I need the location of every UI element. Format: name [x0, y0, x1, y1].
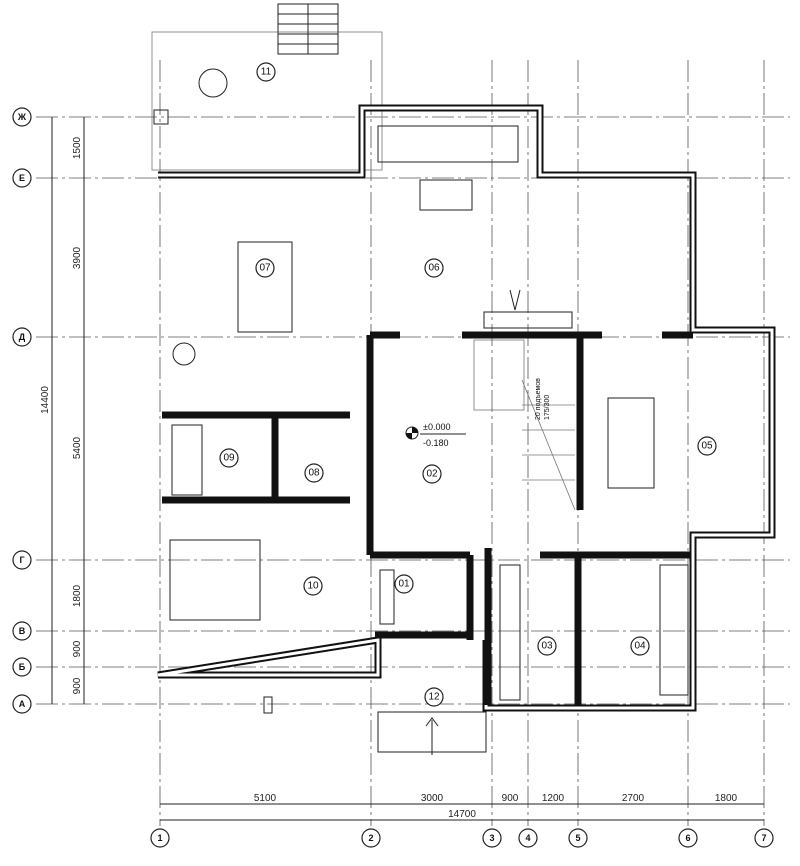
- svg-text:1200: 1200: [542, 793, 565, 804]
- svg-text:1800: 1800: [715, 793, 738, 804]
- interior-walls: [162, 331, 693, 705]
- svg-text:175/300: 175/300: [544, 395, 551, 420]
- row-axis-bubbles: Ж Е Д Г В Б А: [12, 107, 32, 714]
- svg-text:05: 05: [701, 441, 713, 452]
- svg-text:900: 900: [72, 640, 83, 657]
- furniture: [169, 125, 689, 755]
- svg-text:07: 07: [259, 263, 271, 274]
- svg-text:1500: 1500: [72, 136, 83, 159]
- svg-text:14700: 14700: [448, 809, 476, 820]
- room-06: 06: [424, 258, 444, 278]
- svg-text:14400: 14400: [40, 386, 51, 414]
- svg-text:1800: 1800: [72, 584, 83, 607]
- room-02: 02: [422, 464, 442, 484]
- svg-text:Ж: Ж: [17, 112, 27, 122]
- svg-text:10: 10: [307, 581, 319, 592]
- svg-text:06: 06: [428, 263, 440, 274]
- terrace: [151, 3, 383, 171]
- svg-text:3: 3: [489, 833, 494, 843]
- svg-text:01: 01: [398, 579, 410, 590]
- svg-text:4: 4: [525, 833, 530, 843]
- column-axis-bubbles: 1 2 3 4 5 6 7: [150, 828, 774, 848]
- svg-text:А: А: [19, 699, 26, 709]
- room-04: 04: [630, 636, 650, 656]
- svg-text:Д: Д: [19, 332, 26, 342]
- room-05: 05: [697, 436, 717, 456]
- room-10: 10: [303, 576, 323, 596]
- room-07: 07: [255, 258, 275, 278]
- room-11: 11: [256, 62, 276, 82]
- room-09: 09: [219, 448, 239, 468]
- stair-note: 20 подъемов 175/300: [535, 378, 551, 420]
- grid-lines: [36, 60, 790, 826]
- svg-text:02: 02: [426, 469, 438, 480]
- level-top: ±0.000: [423, 422, 450, 432]
- svg-text:Г: Г: [19, 555, 24, 565]
- svg-text:2: 2: [368, 833, 373, 843]
- svg-text:5100: 5100: [254, 793, 277, 804]
- room-01: 01: [394, 574, 414, 594]
- room-labels: 01 02 03 04 05 06 07 08 09 10 11 12: [219, 62, 717, 707]
- room-12: 12: [424, 687, 444, 707]
- room-03: 03: [537, 636, 557, 656]
- svg-text:04: 04: [634, 641, 646, 652]
- svg-text:5: 5: [575, 833, 580, 843]
- bottom-dimensions: 5100 3000 900 1200 2700 1800 14700: [160, 793, 764, 821]
- svg-text:1: 1: [157, 833, 162, 843]
- svg-text:09: 09: [223, 453, 235, 464]
- svg-text:03: 03: [541, 641, 553, 652]
- svg-text:6: 6: [685, 833, 690, 843]
- svg-text:900: 900: [72, 677, 83, 694]
- svg-text:В: В: [19, 626, 26, 636]
- left-dimensions: 1500 3900 5400 1800 900 900 14400: [40, 117, 85, 704]
- svg-text:5400: 5400: [72, 436, 83, 459]
- svg-text:Е: Е: [19, 173, 25, 183]
- room-08: 08: [304, 463, 324, 483]
- level-bottom: -0.180: [423, 438, 449, 448]
- exterior-walls: [157, 104, 776, 712]
- svg-text:12: 12: [428, 692, 440, 703]
- svg-text:7: 7: [761, 833, 766, 843]
- svg-text:20 подъемов: 20 подъемов: [535, 378, 542, 420]
- level-mark: ±0.000 -0.180: [405, 422, 466, 448]
- svg-text:Б: Б: [19, 662, 26, 672]
- svg-text:2700: 2700: [622, 793, 645, 804]
- svg-text:08: 08: [308, 468, 320, 479]
- svg-text:3900: 3900: [72, 246, 83, 269]
- svg-text:3000: 3000: [421, 793, 444, 804]
- svg-text:11: 11: [261, 67, 272, 78]
- svg-text:900: 900: [502, 793, 519, 804]
